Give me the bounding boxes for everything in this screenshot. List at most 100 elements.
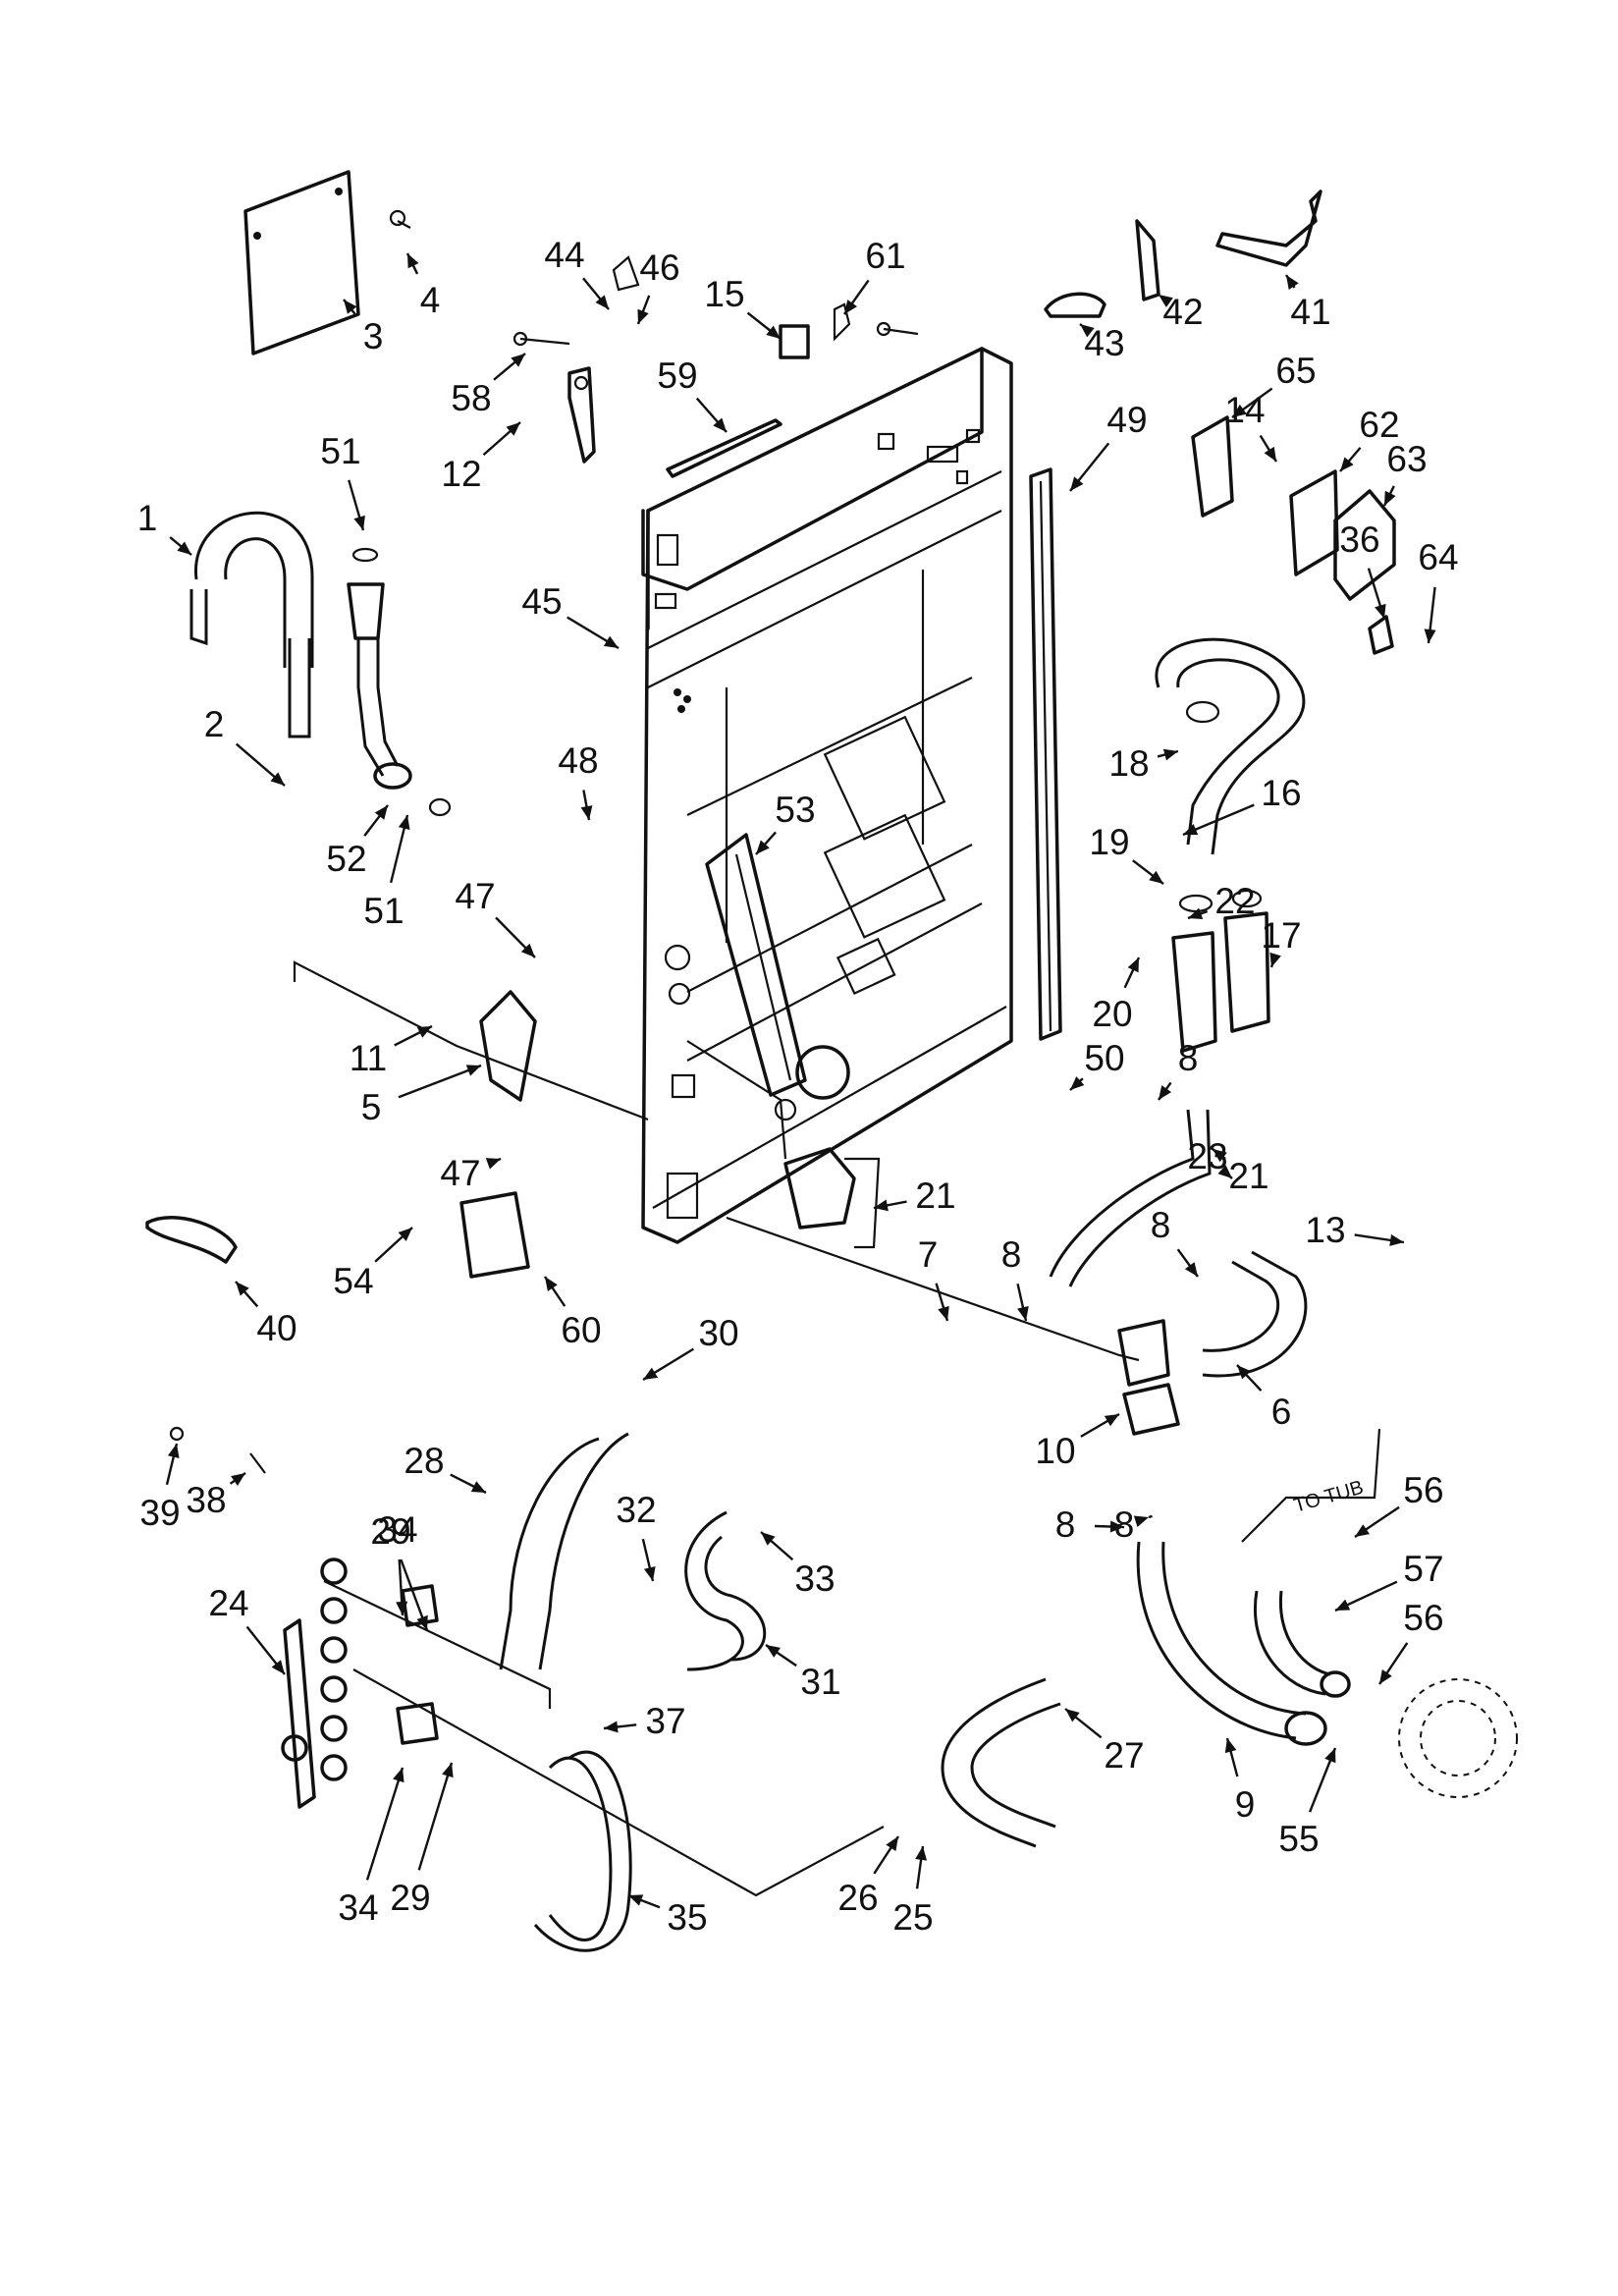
callout-label: 15 [704,274,744,314]
callout-42: 42 [1158,292,1204,332]
callout-49: 49 [1069,400,1148,492]
callout-51: 51 [363,814,410,931]
callout-50: 50 [1069,1038,1125,1091]
callout-label: 59 [657,355,697,396]
arrowhead [1384,490,1396,506]
arrowhead [1183,824,1199,836]
arrowhead [766,1645,781,1658]
callout-47: 47 [440,1153,502,1193]
arrowhead [1379,1669,1392,1684]
arrowhead [1335,1599,1351,1611]
callout-29: 29 [390,1762,454,1918]
arrowhead [485,1158,501,1170]
callout-44: 44 [544,235,610,310]
callout-38: 38 [186,1472,246,1520]
inlet-funnel [347,547,452,817]
callout-label: 13 [1305,1210,1345,1250]
valve-bracket [479,990,537,1102]
callout-label: 33 [794,1558,835,1599]
callout-46: 46 [636,247,680,325]
callout-label: 62 [1359,405,1399,445]
arrowhead [407,253,419,269]
callout-37: 37 [603,1701,686,1741]
callout-label: 21 [1228,1156,1268,1196]
callout-label: 23 [1187,1136,1227,1176]
callout-label: 41 [1290,292,1330,332]
callout-33: 33 [760,1531,836,1599]
callout-1: 1 [137,498,192,556]
arrowhead [465,1065,481,1076]
callout-13: 13 [1305,1210,1405,1250]
arrowhead [1149,870,1163,884]
arrowhead [271,1660,285,1674]
valve-manifold [169,1426,439,1809]
arrowhead [1104,1414,1119,1427]
callout-34: 34 [377,1509,418,1616]
callout-label: 9 [1235,1784,1256,1825]
callout-48: 48 [558,740,599,821]
callout-label: 36 [1339,519,1379,560]
callout-26: 26 [837,1835,900,1918]
arrowhead [545,1277,558,1291]
callout-62: 62 [1339,405,1400,472]
arrowhead [938,1305,949,1321]
arrowhead [761,1532,776,1546]
callout-label: 1 [137,498,158,538]
callout-21: 21 [873,1175,956,1216]
callout-label: 29 [390,1878,430,1918]
arrowhead [1133,1515,1149,1527]
callout-15: 15 [704,274,782,340]
callout-8: 8 [1001,1234,1029,1322]
arrowhead [393,1768,404,1783]
arrowhead [1159,295,1173,308]
callout-30: 30 [642,1313,739,1382]
callout-60: 60 [544,1276,602,1350]
callout-label: 60 [561,1310,601,1350]
callout-label: 27 [1104,1735,1144,1776]
callout-label: 7 [918,1234,939,1275]
callout-leader [417,1762,454,1871]
callout-59: 59 [657,355,728,433]
arrowhead [1389,1233,1404,1246]
callout-label: 63 [1386,439,1427,479]
arrowhead [1070,1076,1085,1090]
callout-21: 21 [1212,1148,1269,1196]
callout-label: 44 [544,235,584,275]
callout-27: 27 [1064,1708,1145,1776]
strap-40 [145,1216,238,1264]
plate-60 [459,1191,530,1279]
lower-hoses [1136,1541,1518,1798]
callout-3: 3 [343,299,383,356]
callout-4: 4 [405,252,440,320]
callout-label: 56 [1403,1470,1443,1510]
callout-label: 47 [455,876,495,916]
callout-label: 34 [377,1509,417,1550]
callout-label: 22 [1214,881,1255,921]
arrowhead [1065,1709,1080,1722]
arrowhead [886,1836,898,1852]
arrowhead [231,1473,245,1486]
callout-2: 2 [204,704,286,787]
callout-label: 32 [616,1490,656,1530]
arrowhead [1232,404,1247,417]
arrowhead [713,417,727,432]
callout-11: 11 [350,1024,433,1078]
callout-label: 56 [1403,1598,1443,1638]
callout-label: 20 [1092,994,1132,1034]
callout-label: 58 [451,378,491,418]
callout-63: 63 [1382,439,1428,507]
callout-label: 50 [1084,1038,1124,1078]
arrowhead [167,1444,180,1459]
callout-55: 55 [1278,1747,1337,1859]
callout-7: 7 [918,1234,949,1322]
arrowhead [756,840,770,854]
callout-25: 25 [892,1845,934,1938]
arrowhead [1159,1085,1172,1100]
callout-56: 56 [1378,1598,1444,1685]
callout-label: 65 [1275,351,1316,391]
callout-18: 18 [1108,743,1179,784]
callout-label: 61 [865,236,905,276]
callout-56: 56 [1354,1470,1444,1538]
callout-8: 8 [1158,1038,1198,1101]
